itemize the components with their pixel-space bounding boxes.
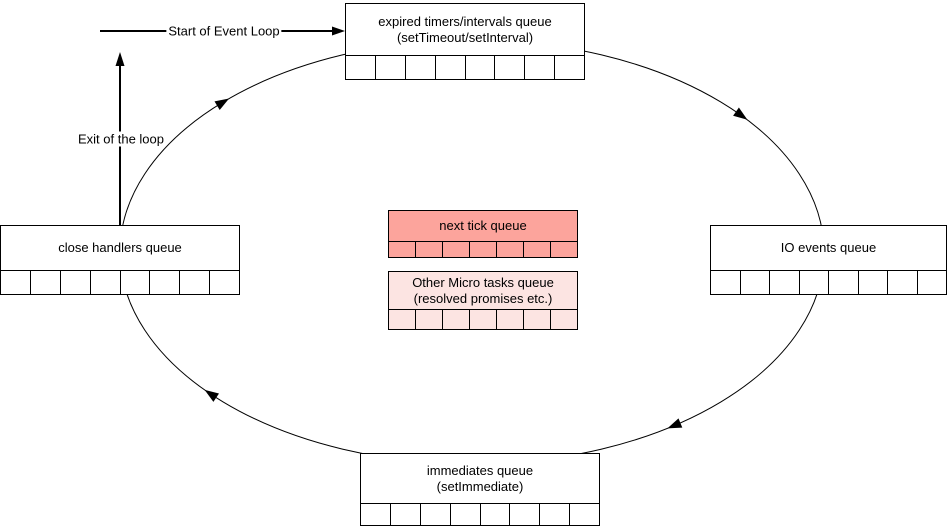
close-handlers-queue-label-text: close handlers queue [58, 240, 182, 255]
micro-tasks-queue-box: Other Micro tasks queue (resolved promis… [388, 271, 578, 330]
queue-cell [361, 504, 390, 525]
queue-cell [149, 271, 179, 294]
queue-cell [404, 56, 435, 79]
queue-cell [442, 242, 469, 257]
queue-cell [509, 504, 539, 525]
start-arrowhead-icon [332, 26, 345, 36]
micro-tasks-queue-label: Other Micro tasks queue (resolved promis… [389, 272, 577, 309]
queue-cell [523, 310, 550, 329]
next-tick-queue-label-text: next tick queue [439, 218, 527, 233]
exit-of-loop-label: Exit of the loop [76, 131, 166, 147]
queue-cell [179, 271, 209, 294]
queue-cell [119, 271, 150, 294]
timers-queue-cells [346, 55, 584, 79]
queue-cell [449, 504, 480, 525]
immediates-queue-label-line1: immediates queue [426, 462, 534, 478]
queue-cell [539, 504, 569, 525]
io-events-queue-box: IO events queue [710, 225, 947, 295]
micro-tasks-queue-label-line1: Other Micro tasks queue [412, 274, 554, 290]
immediates-queue-label-line2: (setImmediate) [436, 478, 524, 494]
queue-cell [494, 56, 524, 79]
timers-queue-box: expired timers/intervals queue (setTimeo… [345, 3, 585, 80]
queue-cell [828, 271, 858, 294]
queue-cell [554, 56, 584, 79]
queue-cell [59, 271, 90, 294]
queue-cell [434, 56, 465, 79]
queue-cell [415, 242, 442, 257]
queue-cell [389, 504, 420, 525]
loop-arrowhead-bottom-right-icon [667, 418, 683, 429]
queue-cell [29, 271, 60, 294]
close-handlers-queue-cells [1, 270, 239, 294]
immediates-queue-label: immediates queue (setImmediate) [361, 454, 599, 503]
micro-tasks-queue-label-line2: (resolved promises etc.) [413, 290, 553, 306]
queue-cell [374, 56, 405, 79]
queue-cell [209, 271, 239, 294]
close-handlers-queue-label: close handlers queue [1, 226, 239, 270]
queue-cell [523, 242, 550, 257]
queue-cell [389, 242, 415, 257]
queue-cell [496, 242, 523, 257]
loop-arrowhead-top-right-icon [733, 107, 748, 120]
queue-cell [769, 271, 799, 294]
timers-queue-label-line2: (setTimeout/setInterval) [396, 29, 534, 45]
queue-cell [389, 310, 415, 329]
queue-cell [857, 271, 888, 294]
io-events-queue-cells [711, 270, 946, 294]
next-tick-queue-cells [389, 241, 577, 257]
close-handlers-queue-box: close handlers queue [0, 225, 240, 295]
timers-queue-label: expired timers/intervals queue (setTimeo… [346, 4, 584, 55]
queue-cell [550, 242, 577, 257]
exit-arrowhead-icon [115, 52, 125, 66]
next-tick-queue-label: next tick queue [389, 211, 577, 241]
queue-cell [346, 56, 375, 79]
queue-cell [464, 56, 495, 79]
queue-cell [798, 271, 829, 294]
immediates-queue-box: immediates queue (setImmediate) [360, 453, 600, 526]
queue-cell [479, 504, 510, 525]
queue-cell [916, 271, 947, 294]
queue-cell [419, 504, 450, 525]
queue-cell [739, 271, 770, 294]
queue-cell [469, 310, 496, 329]
queue-cell [469, 242, 496, 257]
io-events-queue-label: IO events queue [711, 226, 946, 270]
io-events-queue-label-text: IO events queue [780, 240, 877, 255]
queue-cell [89, 271, 120, 294]
queue-cell [1, 271, 30, 294]
queue-cell [524, 56, 554, 79]
next-tick-queue-box: next tick queue [388, 210, 578, 258]
queue-cell [415, 310, 442, 329]
queue-cell [569, 504, 599, 525]
micro-tasks-queue-cells [389, 309, 577, 329]
timers-queue-label-line1: expired timers/intervals queue [378, 13, 552, 29]
queue-cell [550, 310, 577, 329]
immediates-queue-cells [361, 503, 599, 525]
queue-cell [711, 271, 740, 294]
queue-cell [496, 310, 523, 329]
start-of-event-loop-label: Start of Event Loop [166, 23, 282, 39]
loop-arrowhead-top-left-icon [214, 98, 230, 110]
queue-cell [887, 271, 917, 294]
queue-cell [442, 310, 469, 329]
loop-arrowhead-bottom-left-icon [204, 389, 219, 402]
